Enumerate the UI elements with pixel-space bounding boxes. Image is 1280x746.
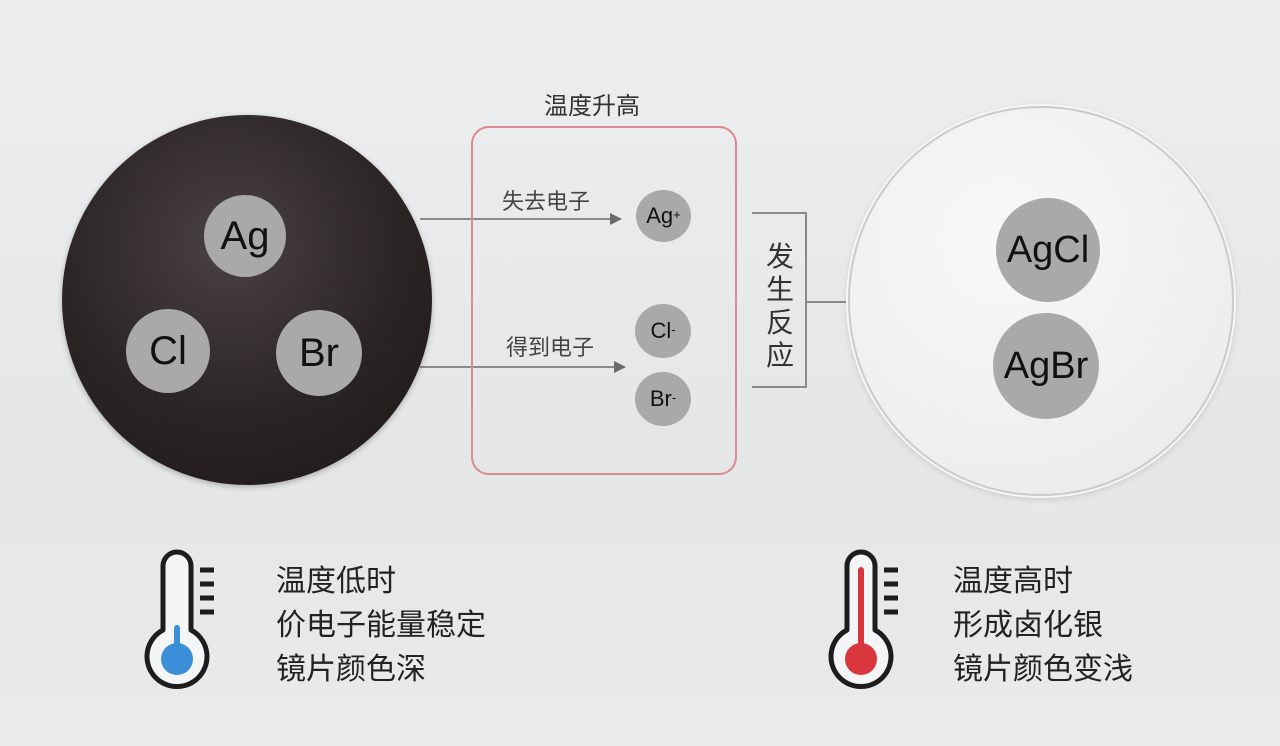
atom-ag: Ag	[204, 195, 286, 277]
ion-br-minus: Br-	[635, 372, 691, 426]
atom-br-label: Br	[299, 330, 339, 375]
reaction-bracket	[752, 212, 807, 388]
ion-ag-plus: Ag+	[636, 190, 691, 242]
atom-cl: Cl	[126, 309, 210, 393]
low-temp-line-2: 价电子能量稳定	[276, 608, 486, 643]
compound-agbr: AgBr	[993, 313, 1099, 419]
ion-br-charge: -	[671, 389, 677, 405]
gain-electron-label: 得到电子	[506, 336, 595, 361]
react-vertical-label: 发 生 反 应	[764, 240, 796, 372]
low-temp-line-1: 温度低时	[276, 564, 396, 599]
compound-agcl: AgCl	[996, 198, 1100, 302]
ion-cl-symbol: Cl	[650, 318, 672, 343]
ion-ag-charge: +	[673, 206, 681, 222]
react-char-4: 应	[765, 339, 794, 372]
high-temp-line-2: 形成卤化银	[953, 608, 1103, 643]
atom-br: Br	[276, 310, 362, 396]
high-temp-line-1: 温度高时	[953, 564, 1073, 599]
high-temp-description: 温度高时 形成卤化银 镜片颜色变浅	[953, 560, 1133, 692]
high-temp-line-3: 镜片颜色变浅	[953, 652, 1133, 687]
reaction-box	[471, 126, 737, 475]
low-temp-line-3: 镜片颜色深	[276, 652, 426, 687]
dark-lens-disc	[62, 115, 432, 485]
lose-electron-label: 失去电子	[502, 190, 591, 215]
react-char-3: 反	[765, 306, 794, 339]
react-char-1: 发	[765, 240, 794, 273]
ion-ag-symbol: Ag	[646, 203, 674, 228]
atom-ag-label: Ag	[220, 213, 270, 258]
atom-cl-label: Cl	[149, 328, 187, 373]
ion-cl-charge: -	[671, 321, 676, 337]
compound-agcl-label: AgCl	[1006, 228, 1090, 271]
compound-agbr-label: AgBr	[1003, 344, 1089, 387]
react-char-2: 生	[765, 273, 794, 306]
temperature-rise-title: 温度升高	[544, 92, 640, 120]
low-temp-description: 温度低时 价电子能量稳定 镜片颜色深	[276, 560, 486, 692]
ion-br-symbol: Br	[649, 386, 672, 411]
ion-cl-minus: Cl-	[635, 304, 691, 358]
